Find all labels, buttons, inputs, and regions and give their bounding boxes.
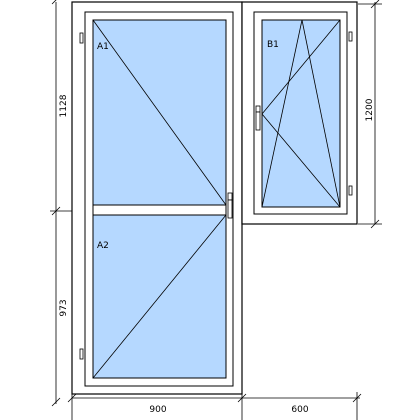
dimension-left-upper: 1128	[59, 94, 69, 117]
hinge-icon	[79, 348, 84, 360]
dimension-bottom-right: 600	[291, 405, 308, 415]
opening-lines-b1	[261, 19, 341, 208]
opening-line-a1	[92, 19, 227, 206]
dimension-lines	[50, 0, 382, 420]
door-transom-bar	[92, 204, 227, 216]
hinge-icon	[348, 31, 353, 42]
dimension-bottom-left: 900	[149, 405, 166, 415]
pane-label-a1: A1	[97, 42, 109, 52]
pane-label-b1: B1	[267, 40, 279, 50]
opening-line-a2	[92, 214, 227, 379]
window-unit: B1	[241, 1, 358, 225]
hinge-icon	[79, 32, 84, 44]
dimension-right-height: 1200	[365, 98, 375, 121]
door-handle-icon	[227, 192, 233, 219]
glass-pane-b1	[261, 19, 341, 208]
hinge-icon	[348, 185, 353, 196]
door-unit: A1 A2	[71, 1, 243, 395]
pane-label-a2: A2	[97, 241, 109, 251]
window-handle-icon	[255, 105, 261, 131]
dimension-left-lower: 973	[59, 299, 69, 316]
